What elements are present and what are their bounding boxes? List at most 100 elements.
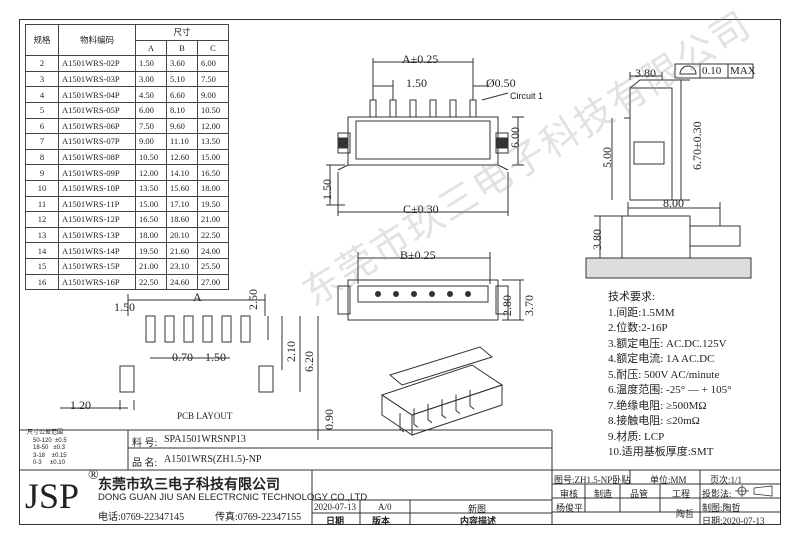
- spec-cell-b: 24.60: [166, 273, 198, 291]
- spec-cell-c: 16.50: [197, 164, 229, 181]
- tech-item: 4.额定电流: 1A AC.DC: [608, 353, 715, 365]
- iso-pin: [413, 408, 419, 428]
- hdr-desc: 内容描述: [460, 516, 497, 526]
- pcb-dim-120: 1.20: [70, 398, 91, 412]
- circuit-label: Circuit 1: [510, 91, 544, 101]
- pcb-pad: [164, 315, 175, 343]
- iso-pin: [427, 403, 433, 424]
- bottom-pin: [375, 291, 381, 297]
- tech-item: 3.额定电压: AC.DC.125V: [608, 337, 727, 350]
- side-view: [611, 63, 754, 201]
- hdr-date: 日期: [326, 516, 345, 526]
- dim-pitch: 1.50: [406, 76, 427, 90]
- top-pin: [429, 99, 437, 118]
- make-label: 制造: [594, 489, 613, 499]
- review-label: 审核: [560, 489, 579, 499]
- col-part: 物料编码: [58, 23, 136, 57]
- dim-pin-dia: Ø0.50: [486, 76, 516, 90]
- product-name: A1501WRS(ZH1.5)-NP: [164, 454, 262, 465]
- drafter: 制图:陶哲: [702, 503, 741, 513]
- pcb-dim-150: 1.50: [114, 300, 135, 314]
- section-view: [585, 202, 752, 279]
- top-pin: [449, 99, 457, 118]
- part-no-label: 料 号:: [132, 438, 158, 449]
- pcb-pad: [202, 315, 213, 343]
- rev-ver: A/0: [378, 502, 392, 512]
- dim-800: 8.00: [663, 196, 684, 210]
- bottom-pin: [447, 291, 453, 297]
- bottom-pin: [411, 291, 417, 297]
- iso-pin: [441, 399, 447, 419]
- company-en: DONG GUAN JIU SAN ELECTRCNIC TECHNOLOGY …: [98, 492, 368, 503]
- dim-380: 3.80: [635, 66, 656, 80]
- reviewer: 杨俊平: [556, 503, 584, 513]
- rev-date: 2020-07-13: [314, 502, 356, 512]
- projection-label: 投影法:: [702, 489, 732, 499]
- drawing-no: 图号:ZH1.5-NP卧贴: [554, 475, 631, 485]
- tech-item: 9.材质: LCP: [608, 430, 665, 443]
- pcb-layout: [60, 294, 319, 440]
- tech-item: 7.绝缘电阻: ≥500MΩ: [608, 399, 707, 412]
- name-label: 品 名:: [132, 458, 158, 469]
- drawing-frame: [19, 19, 781, 525]
- flatness-max: MAX: [730, 65, 756, 77]
- tolerance-row: 3-18 ±0.15: [33, 452, 67, 459]
- tolerance-row: 50-120 ±0.5: [33, 437, 67, 444]
- unit: 单位:MM: [650, 475, 687, 485]
- dim-b: B±0.25: [400, 248, 436, 262]
- engineer: 陶哲: [676, 509, 695, 519]
- logo: JSP: [25, 476, 80, 516]
- pcb-pad: [183, 315, 194, 343]
- pcb-dim-070: 0.70: [172, 350, 193, 364]
- bottom-pin: [393, 291, 399, 297]
- tech-item: 1.间距:1.5MM: [608, 306, 675, 319]
- bottom-pin: [465, 291, 471, 297]
- logo-mark: ®: [88, 468, 99, 483]
- pcb-layout-label: PCB LAYOUT: [177, 411, 233, 421]
- pcb-pad: [240, 315, 251, 343]
- tech-item: 6.温度范围: -25° — + 105°: [608, 384, 732, 396]
- fax: 传真:0769-22347155: [215, 512, 302, 523]
- top-pin: [409, 99, 417, 118]
- company-cn: 东莞市玖三电子科技有限公司: [98, 478, 280, 493]
- col-spec: 规格: [25, 23, 59, 57]
- part-no: SPA1501WRSNP13: [164, 434, 246, 445]
- tech-item: 5.耐压: 500V AC/minute: [608, 368, 720, 381]
- hdr-ver: 版本: [372, 516, 391, 526]
- spec-cell-c: 27.00: [197, 273, 229, 291]
- dim-a: A±0.25: [402, 52, 439, 66]
- top-view: [326, 58, 524, 216]
- iso-pin: [455, 394, 461, 414]
- tech-item: 8.接触电阻: ≤20mΩ: [608, 415, 700, 427]
- tolerance-title: 尺寸公差范围: [27, 430, 64, 436]
- rev-desc: 新图: [468, 504, 487, 514]
- iso-pin: [399, 413, 405, 433]
- tolerance-row: 18-50 ±0.3: [33, 445, 65, 451]
- tel: 电话:0769-22347145: [98, 512, 185, 523]
- pcb-dim-150b: 1.50: [205, 350, 226, 364]
- qa-label: 品管: [630, 489, 649, 499]
- date: 日期:2020-07-13: [702, 516, 765, 526]
- tech-requirements: 技术要求: 1.间距:1.5MM 2.位数:2-16P 3.额定电压: AC.DC.…: [608, 290, 731, 461]
- iso-pin: [469, 390, 475, 410]
- flatness-value: 0.10: [702, 65, 722, 77]
- pcb-pad: [221, 315, 232, 343]
- tech-title: 技术要求:: [608, 291, 656, 303]
- iso-view: [380, 346, 504, 436]
- tolerance-row: 0-3 ±0.10: [33, 460, 65, 466]
- bottom-pin: [429, 291, 435, 297]
- pcb-pad: [145, 315, 156, 343]
- tech-item: 2.位数:2-16P: [608, 322, 668, 334]
